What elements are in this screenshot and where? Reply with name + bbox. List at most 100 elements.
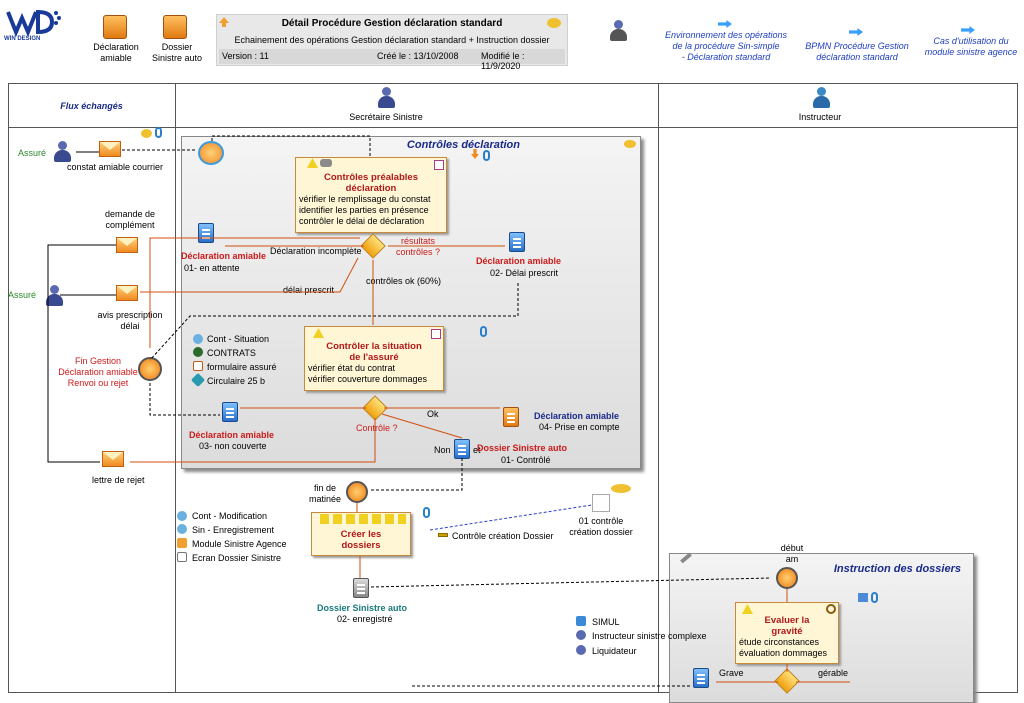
lane-divider-2 (658, 83, 659, 693)
label-gerable: gérable (818, 668, 849, 678)
version-row: Version : 11 Créé le : 13/10/2008 Modifi… (219, 49, 565, 71)
resource-simul: SIMUL (592, 617, 620, 627)
page-title: Détail Procédure Gestion déclaration sta… (281, 18, 503, 29)
resource-formulaire: formulaire assuré (207, 362, 277, 372)
resource-sin-enregistrement: Sin - Enregistrement (192, 525, 275, 535)
task-creer-title: Créer les dossiers (340, 529, 382, 551)
instructeur-complexe-icon (576, 630, 586, 640)
state-03-document-icon[interactable] (222, 402, 238, 422)
task-evaluer-title: Evaluer la gravité (764, 615, 810, 637)
logo-text: WIN DESIGN (4, 36, 41, 42)
task1-line-2: identifier les parties en présence (299, 205, 429, 215)
state-02-document-icon[interactable] (509, 232, 525, 252)
flux-delai-prescrit: délai prescrit (283, 285, 335, 295)
label-ok: Ok (427, 409, 439, 419)
resource-liquidateur: Liquidateur (592, 646, 637, 656)
state-04-title: Déclaration amiable (534, 411, 620, 421)
warning-icon-3 (742, 604, 753, 614)
flux-assure-1: Assuré (18, 148, 47, 158)
task-evaluer-line-1: étude circonstances (739, 637, 820, 647)
lane-header-line (8, 127, 1018, 128)
assure-2-person-icon (45, 285, 63, 307)
start-envelope-icon[interactable] (198, 141, 224, 165)
assure-1-person-icon (53, 141, 71, 163)
flux-demande: demande de complément (104, 209, 156, 230)
header-info-box: Détail Procédure Gestion déclaration sta… (216, 14, 568, 71)
task2-line-1: vérifier état du contrat (308, 363, 396, 373)
fin-matinee-timer-event[interactable] (346, 481, 368, 503)
resource-instructeur-complexe: Instructeur sinistre complexe (592, 631, 707, 641)
dossier-icon-label: Dossier Sinistre auto (151, 42, 203, 63)
liquidateur-icon (576, 645, 586, 655)
link2-arrow-icon[interactable] (849, 28, 863, 36)
flux-arrow-icon[interactable] (141, 129, 152, 138)
task-evaluer-line-2: évaluation dommages (739, 648, 828, 658)
link-cas-utilisation[interactable]: Cas d'utilisation du module sinistre age… (924, 36, 1018, 57)
debut-am-timer-event[interactable] (776, 567, 798, 589)
attachment-icon-2[interactable] (480, 326, 487, 337)
link3-arrow-icon[interactable] (961, 26, 975, 34)
state-01-title: Déclaration amiable (181, 251, 267, 261)
grave-document-icon[interactable] (693, 668, 709, 688)
label-controle: Contrôle ? (356, 423, 398, 433)
label-controles-ok: contrôles ok (60%) (366, 276, 442, 286)
cont-modification-icon (177, 511, 187, 521)
task2-title: Contrôler la situation de l'assuré (326, 341, 422, 363)
book-icon[interactable] (858, 593, 868, 602)
constat-envelope-icon[interactable] (99, 141, 121, 157)
header-left-icon (219, 17, 229, 27)
lane-divider-1 (175, 83, 176, 693)
label-fin-matinee: fin de matinée (308, 483, 342, 504)
simul-icon (576, 616, 586, 626)
dossier-02-document-icon[interactable] (353, 578, 369, 598)
attachment-icon[interactable] (483, 150, 490, 161)
secretaire-person-icon (377, 87, 395, 109)
state-04-label: 04- Prise en compte (539, 422, 620, 432)
flux-attachment-icon[interactable] (155, 127, 162, 138)
flux-fin-gestion: Fin Gestion Déclaration amiable Renvoi o… (58, 356, 138, 388)
dossier-box-icon[interactable] (163, 15, 187, 39)
state-04-document-icon[interactable] (503, 407, 519, 427)
task-evaluer-gravite[interactable]: Evaluer la gravité étude circonstances é… (735, 602, 839, 664)
flux-lettre-rejet: lettre de rejet (92, 475, 145, 485)
link-environnement[interactable]: Environnement des opérations de la procé… (664, 30, 788, 62)
controle-arrows-icon[interactable] (611, 484, 631, 493)
task1-line-3: contrôler le délai de déclaration (299, 216, 425, 226)
resource-cont-modification: Cont - Modification (192, 511, 268, 521)
flux-constat: constat amiable courrier (67, 162, 164, 172)
version: Version : 11 (222, 51, 269, 61)
state-03-title: Déclaration amiable (189, 430, 275, 440)
download-icon[interactable] (471, 149, 479, 159)
resource-cont-situation: Cont - Situation (207, 334, 270, 344)
windesign-logo: WIN DESIGN (4, 8, 62, 42)
demande-envelope-icon[interactable] (116, 237, 138, 253)
checklist-icon-2[interactable] (431, 329, 441, 339)
controle-x-icon[interactable] (592, 494, 610, 512)
header-right-arrow-icon[interactable] (547, 18, 561, 28)
process-controles-title: Contrôles déclaration (406, 139, 520, 151)
declaration-box-icon[interactable] (103, 15, 127, 39)
cont-situation-icon (193, 334, 203, 344)
controle-bar-icon (438, 533, 448, 537)
fin-gestion-event[interactable] (138, 357, 162, 381)
attachment-icon-4[interactable] (871, 592, 878, 603)
task-controles-prealables[interactable]: Contrôles préalables déclaration vérifie… (295, 157, 447, 233)
link1-arrow-icon[interactable] (718, 20, 732, 28)
avis-envelope-icon[interactable] (116, 285, 138, 301)
process1-arrow-icon[interactable] (624, 140, 636, 148)
task-controler-situation[interactable]: Contrôler la situation de l'assuré vérif… (304, 326, 444, 391)
attachment-icon-3[interactable] (423, 507, 430, 518)
state-01-label: 01- en attente (184, 263, 240, 273)
formulaire-icon (193, 361, 203, 371)
task2-line-2: vérifier couverture dommages (308, 374, 428, 384)
label-grave: Grave (719, 668, 744, 678)
module-sinistre-icon (177, 538, 187, 548)
search-icon[interactable] (826, 604, 836, 614)
label-non: Non (434, 445, 451, 455)
checklist-icon[interactable] (434, 160, 444, 170)
link-bpmn[interactable]: BPMN Procédure Gestion déclaration stand… (805, 41, 909, 62)
page-subtitle: Echainement des opérations Gestion décla… (234, 35, 550, 45)
lane-instructeur-title: Instructeur (798, 112, 842, 122)
rejet-envelope-icon[interactable] (102, 451, 124, 467)
